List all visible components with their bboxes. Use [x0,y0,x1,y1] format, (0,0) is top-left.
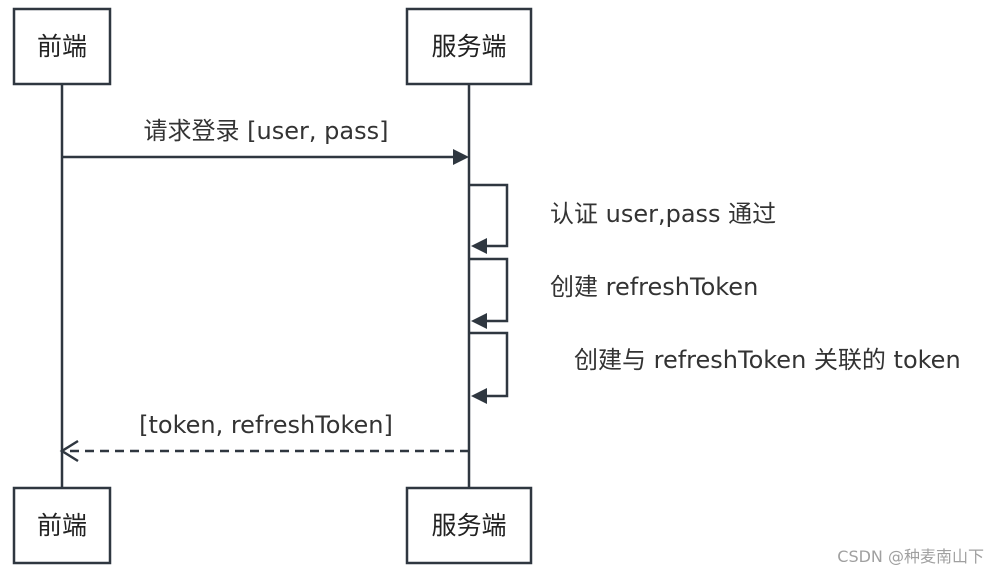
message-create-token: 创建与 refreshToken 关联的 token [469,331,961,404]
create-token-label: 创建与 refreshToken 关联的 token [574,346,961,374]
verify-label: 认证 user,pass 通过 [550,200,776,228]
watermark: CSDN @种麦南山下 [837,547,984,566]
server-actor-bottom: 服务端 [405,486,533,565]
arrow-left-icon [471,313,487,329]
login-request-label: 请求登录 [user, pass] [144,117,389,145]
message-verify: 认证 user,pass 通过 [469,183,776,254]
message-response: [token, refreshToken] [59,411,469,463]
arrow-left-icon [471,238,487,254]
server-actor-top-label: 服务端 [431,32,506,61]
client-actor-top-label: 前端 [37,32,87,61]
arrow-right-icon [453,149,469,165]
message-login-request: 请求登录 [user, pass] [62,117,469,165]
open-arrow-left-icon [59,439,79,463]
response-label: [token, refreshToken] [139,411,393,439]
client-actor-bottom: 前端 [12,486,112,565]
create-refresh-label: 创建 refreshToken [550,273,758,301]
server-actor-bottom-label: 服务端 [431,511,506,540]
client-actor-bottom-label: 前端 [37,511,87,540]
message-create-refresh: 创建 refreshToken [469,257,758,329]
server-actor-top: 服务端 [405,7,533,86]
arrow-left-icon [471,388,487,404]
client-actor-top: 前端 [12,7,112,86]
